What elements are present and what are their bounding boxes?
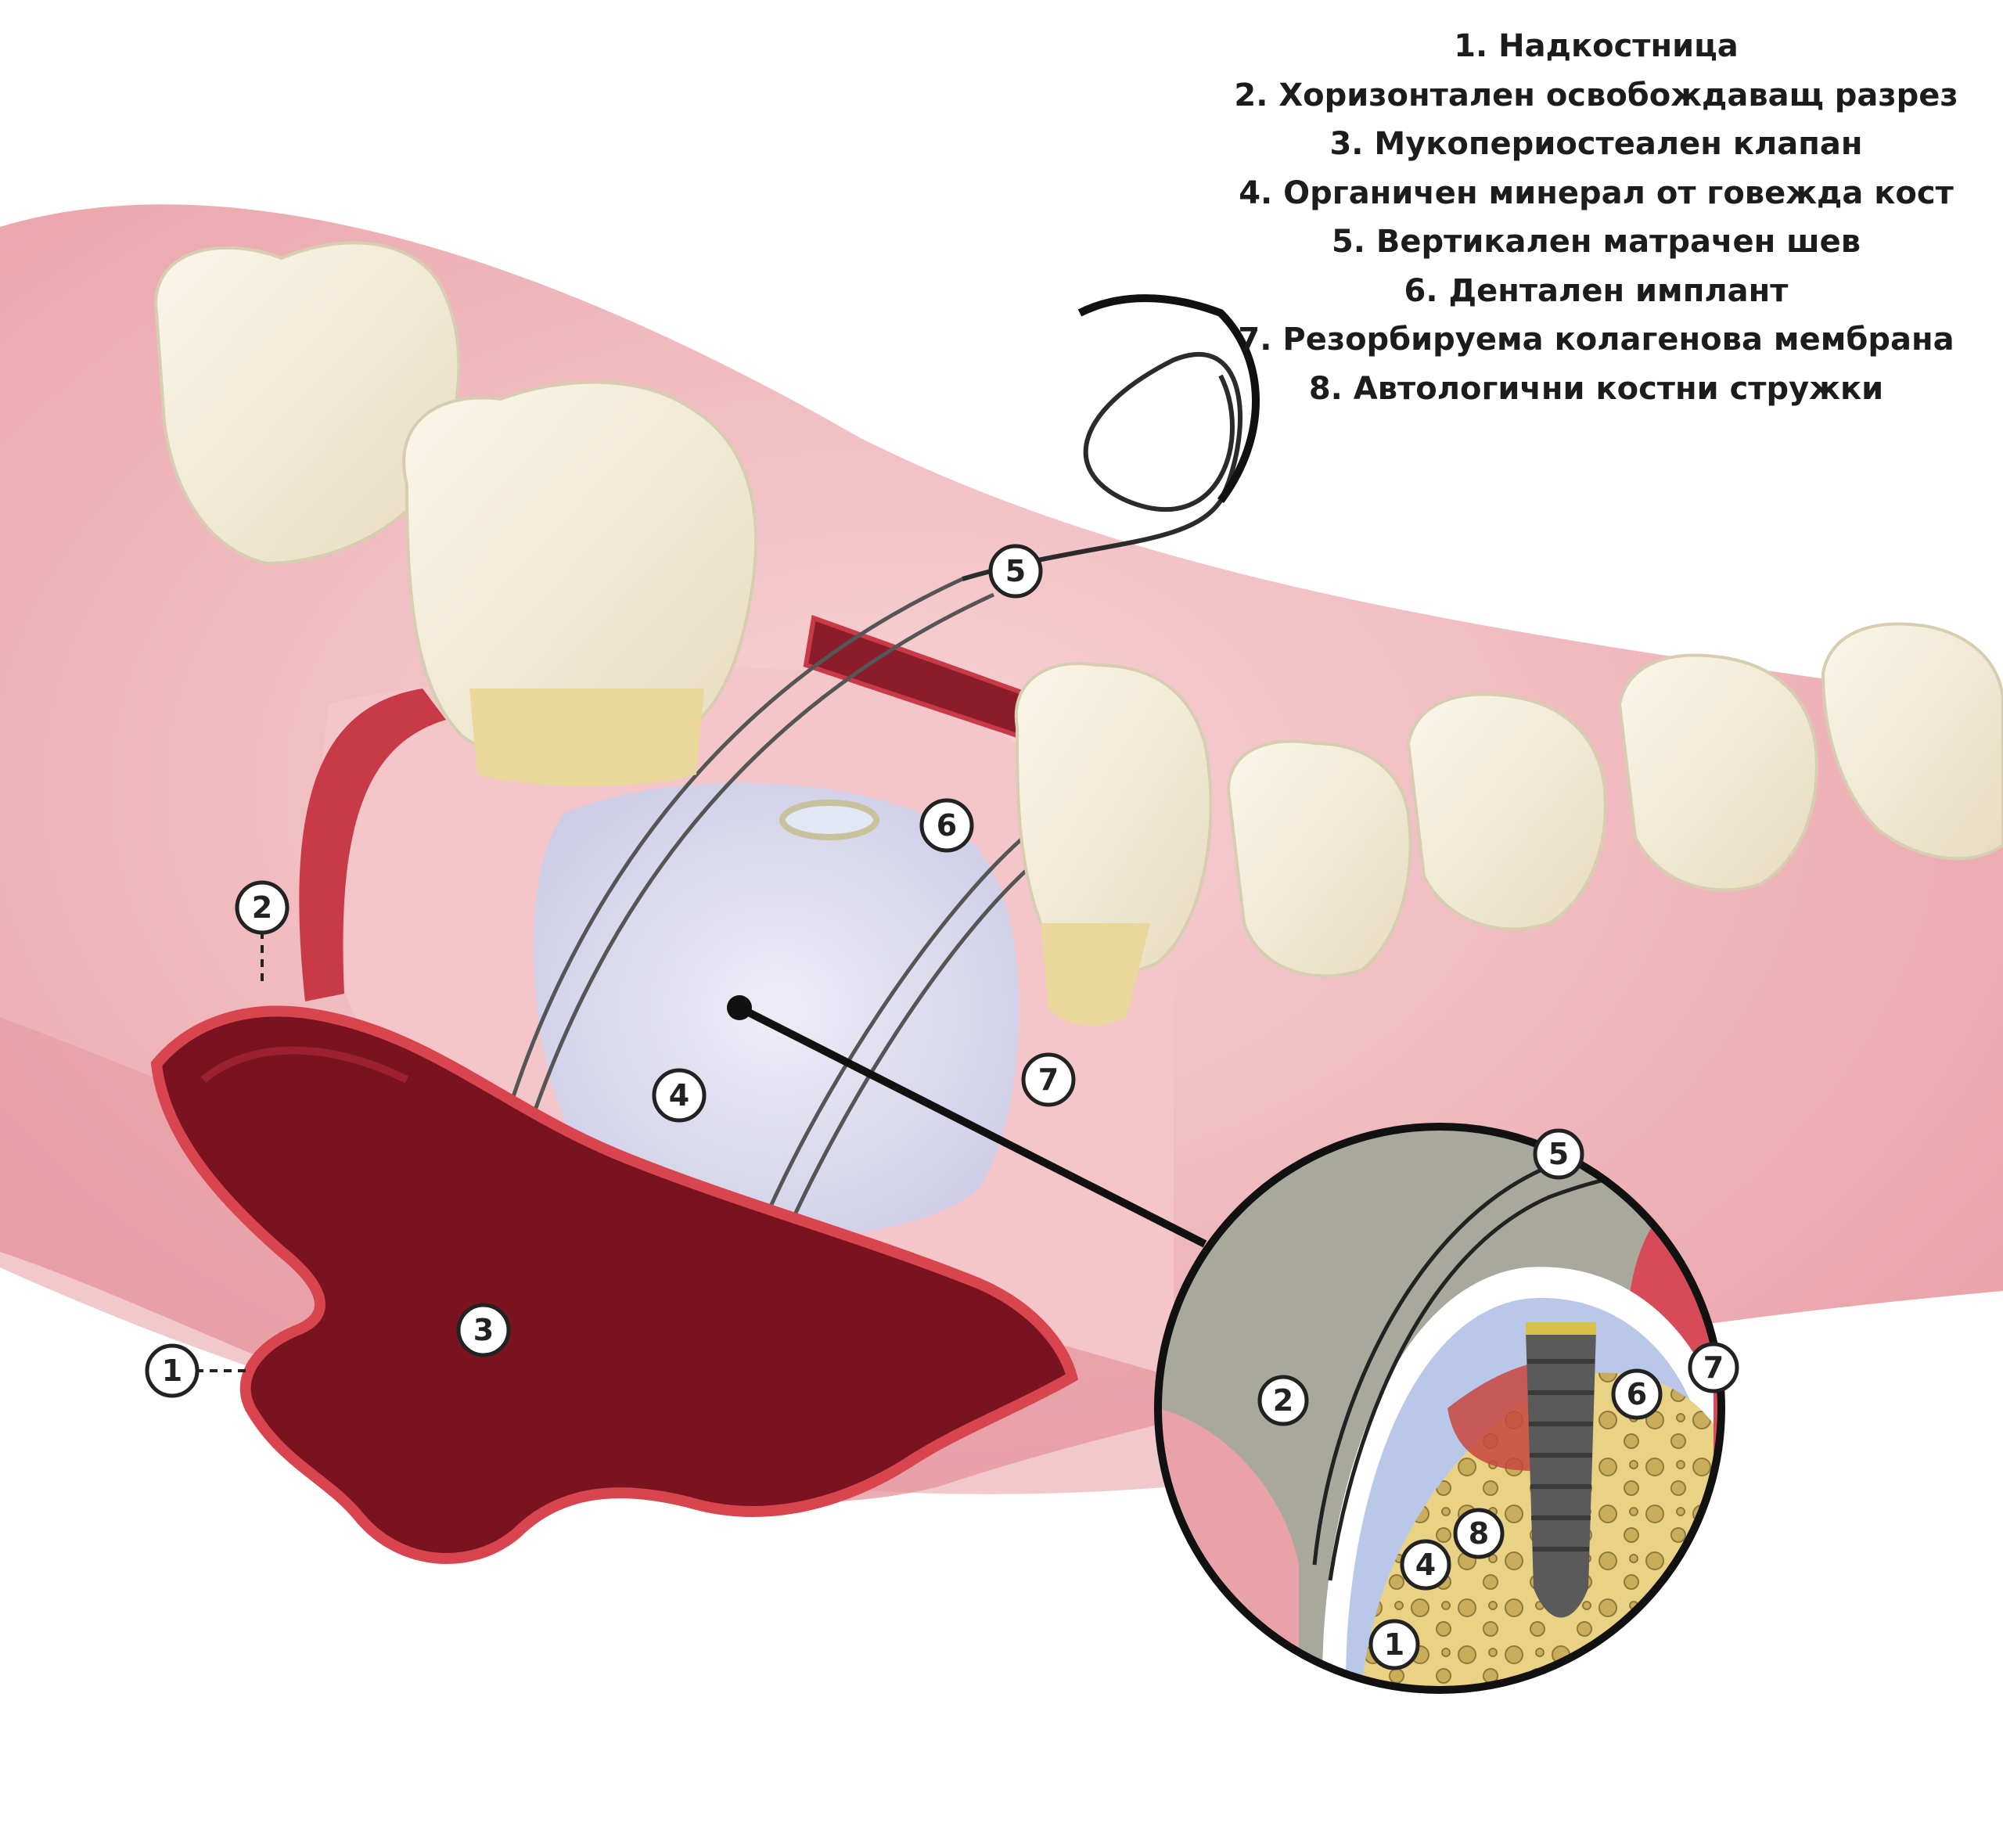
- legend-item-1: 1. Надкостница: [1454, 28, 1739, 64]
- callout-main-1: 1: [145, 1343, 250, 1398]
- callout-main-6: 6: [919, 798, 974, 853]
- collagen-membrane: [533, 782, 1019, 1236]
- svg-text:6: 6: [1627, 1377, 1647, 1411]
- legend-item-2: 2. Хоризонтален освобождаващ разрез: [1234, 77, 1958, 113]
- cross-section-inset: [1158, 1127, 1721, 1690]
- legend-item-7: 7. Резорбируема колагенова мембрана: [1238, 322, 1954, 358]
- legend-item-5: 5. Вертикален матрачен шев: [1331, 224, 1861, 260]
- callout-inset-2: 2: [1257, 1375, 1309, 1426]
- legend-item-6: 6. Дентален имплант: [1404, 272, 1789, 309]
- callout-main-4: 4: [652, 1068, 707, 1123]
- svg-text:1: 1: [1384, 1627, 1404, 1662]
- svg-text:7: 7: [1038, 1062, 1059, 1097]
- legend-item-4: 4. Органичен минерал от говежда кост: [1239, 174, 1954, 211]
- callouts-inset: 1 2 4 5 6 7 8: [1257, 1128, 1739, 1670]
- callout-inset-4: 4: [1400, 1539, 1451, 1591]
- callout-main-7: 7: [1021, 1052, 1076, 1107]
- flap-highlight: [200, 1046, 409, 1084]
- svg-text:3: 3: [473, 1313, 494, 1347]
- suture-3: [749, 828, 1034, 1253]
- svg-text:5: 5: [1548, 1137, 1569, 1171]
- callout-inset-8: 8: [1453, 1508, 1505, 1559]
- inset-frame: [1154, 1123, 1725, 1694]
- inset-pointer-dot: [727, 995, 752, 1020]
- svg-text:7: 7: [1703, 1350, 1724, 1385]
- inset-implant: [1526, 1330, 1596, 1618]
- callout-main-3: 3: [456, 1303, 511, 1357]
- needle: [1077, 294, 1260, 503]
- suture-2: [530, 592, 995, 1120]
- tooth-right-1: [1226, 739, 1412, 978]
- incision-rim: [299, 689, 446, 1001]
- svg-text:5: 5: [1005, 554, 1026, 588]
- tooth-right-3: [1617, 653, 1818, 892]
- inset-implant-collar: [1526, 1322, 1596, 1335]
- mucoperiosteal-flap: [150, 1005, 1079, 1565]
- suture-1: [506, 577, 964, 1112]
- molar-left-root: [469, 689, 704, 786]
- molar-left-front: [402, 380, 757, 764]
- svg-text:6: 6: [937, 808, 957, 843]
- svg-text:1: 1: [162, 1354, 182, 1388]
- premolar: [1014, 662, 1213, 975]
- callout-inset-6: 6: [1611, 1368, 1663, 1420]
- callout-inset-7: 7: [1688, 1342, 1739, 1393]
- suture-4: [772, 843, 1058, 1260]
- inset-bone-chips: [1447, 1361, 1549, 1471]
- svg-text:4: 4: [1415, 1548, 1436, 1582]
- svg-text:2: 2: [252, 890, 272, 925]
- legend-item-8: 8. Автологични костни стружки: [1308, 370, 1884, 407]
- callout-inset-5: 5: [1533, 1128, 1584, 1180]
- molar-left-back: [154, 241, 461, 566]
- callout-main-2: 2: [235, 880, 289, 982]
- tooth-right-2: [1406, 692, 1607, 931]
- implant-top: [779, 800, 879, 840]
- premolar-root: [1041, 923, 1150, 1026]
- legend: 1. Надкостница 2. Хоризонтален освобожда…: [1205, 22, 1987, 413]
- inset-pointer: [737, 1004, 1207, 1248]
- callouts-main: 1 2 3 4 5 6 7: [145, 544, 1076, 1398]
- svg-text:8: 8: [1469, 1516, 1489, 1551]
- svg-text:4: 4: [669, 1078, 689, 1113]
- callout-main-5: 5: [988, 544, 1043, 599]
- legend-item-3: 3. Мукопериостеален клапан: [1329, 126, 1863, 162]
- inset-implant-threads: [1527, 1359, 1595, 1551]
- needle-thread: [962, 352, 1242, 581]
- svg-text:2: 2: [1273, 1383, 1293, 1418]
- callout-inset-1: 1: [1368, 1619, 1420, 1670]
